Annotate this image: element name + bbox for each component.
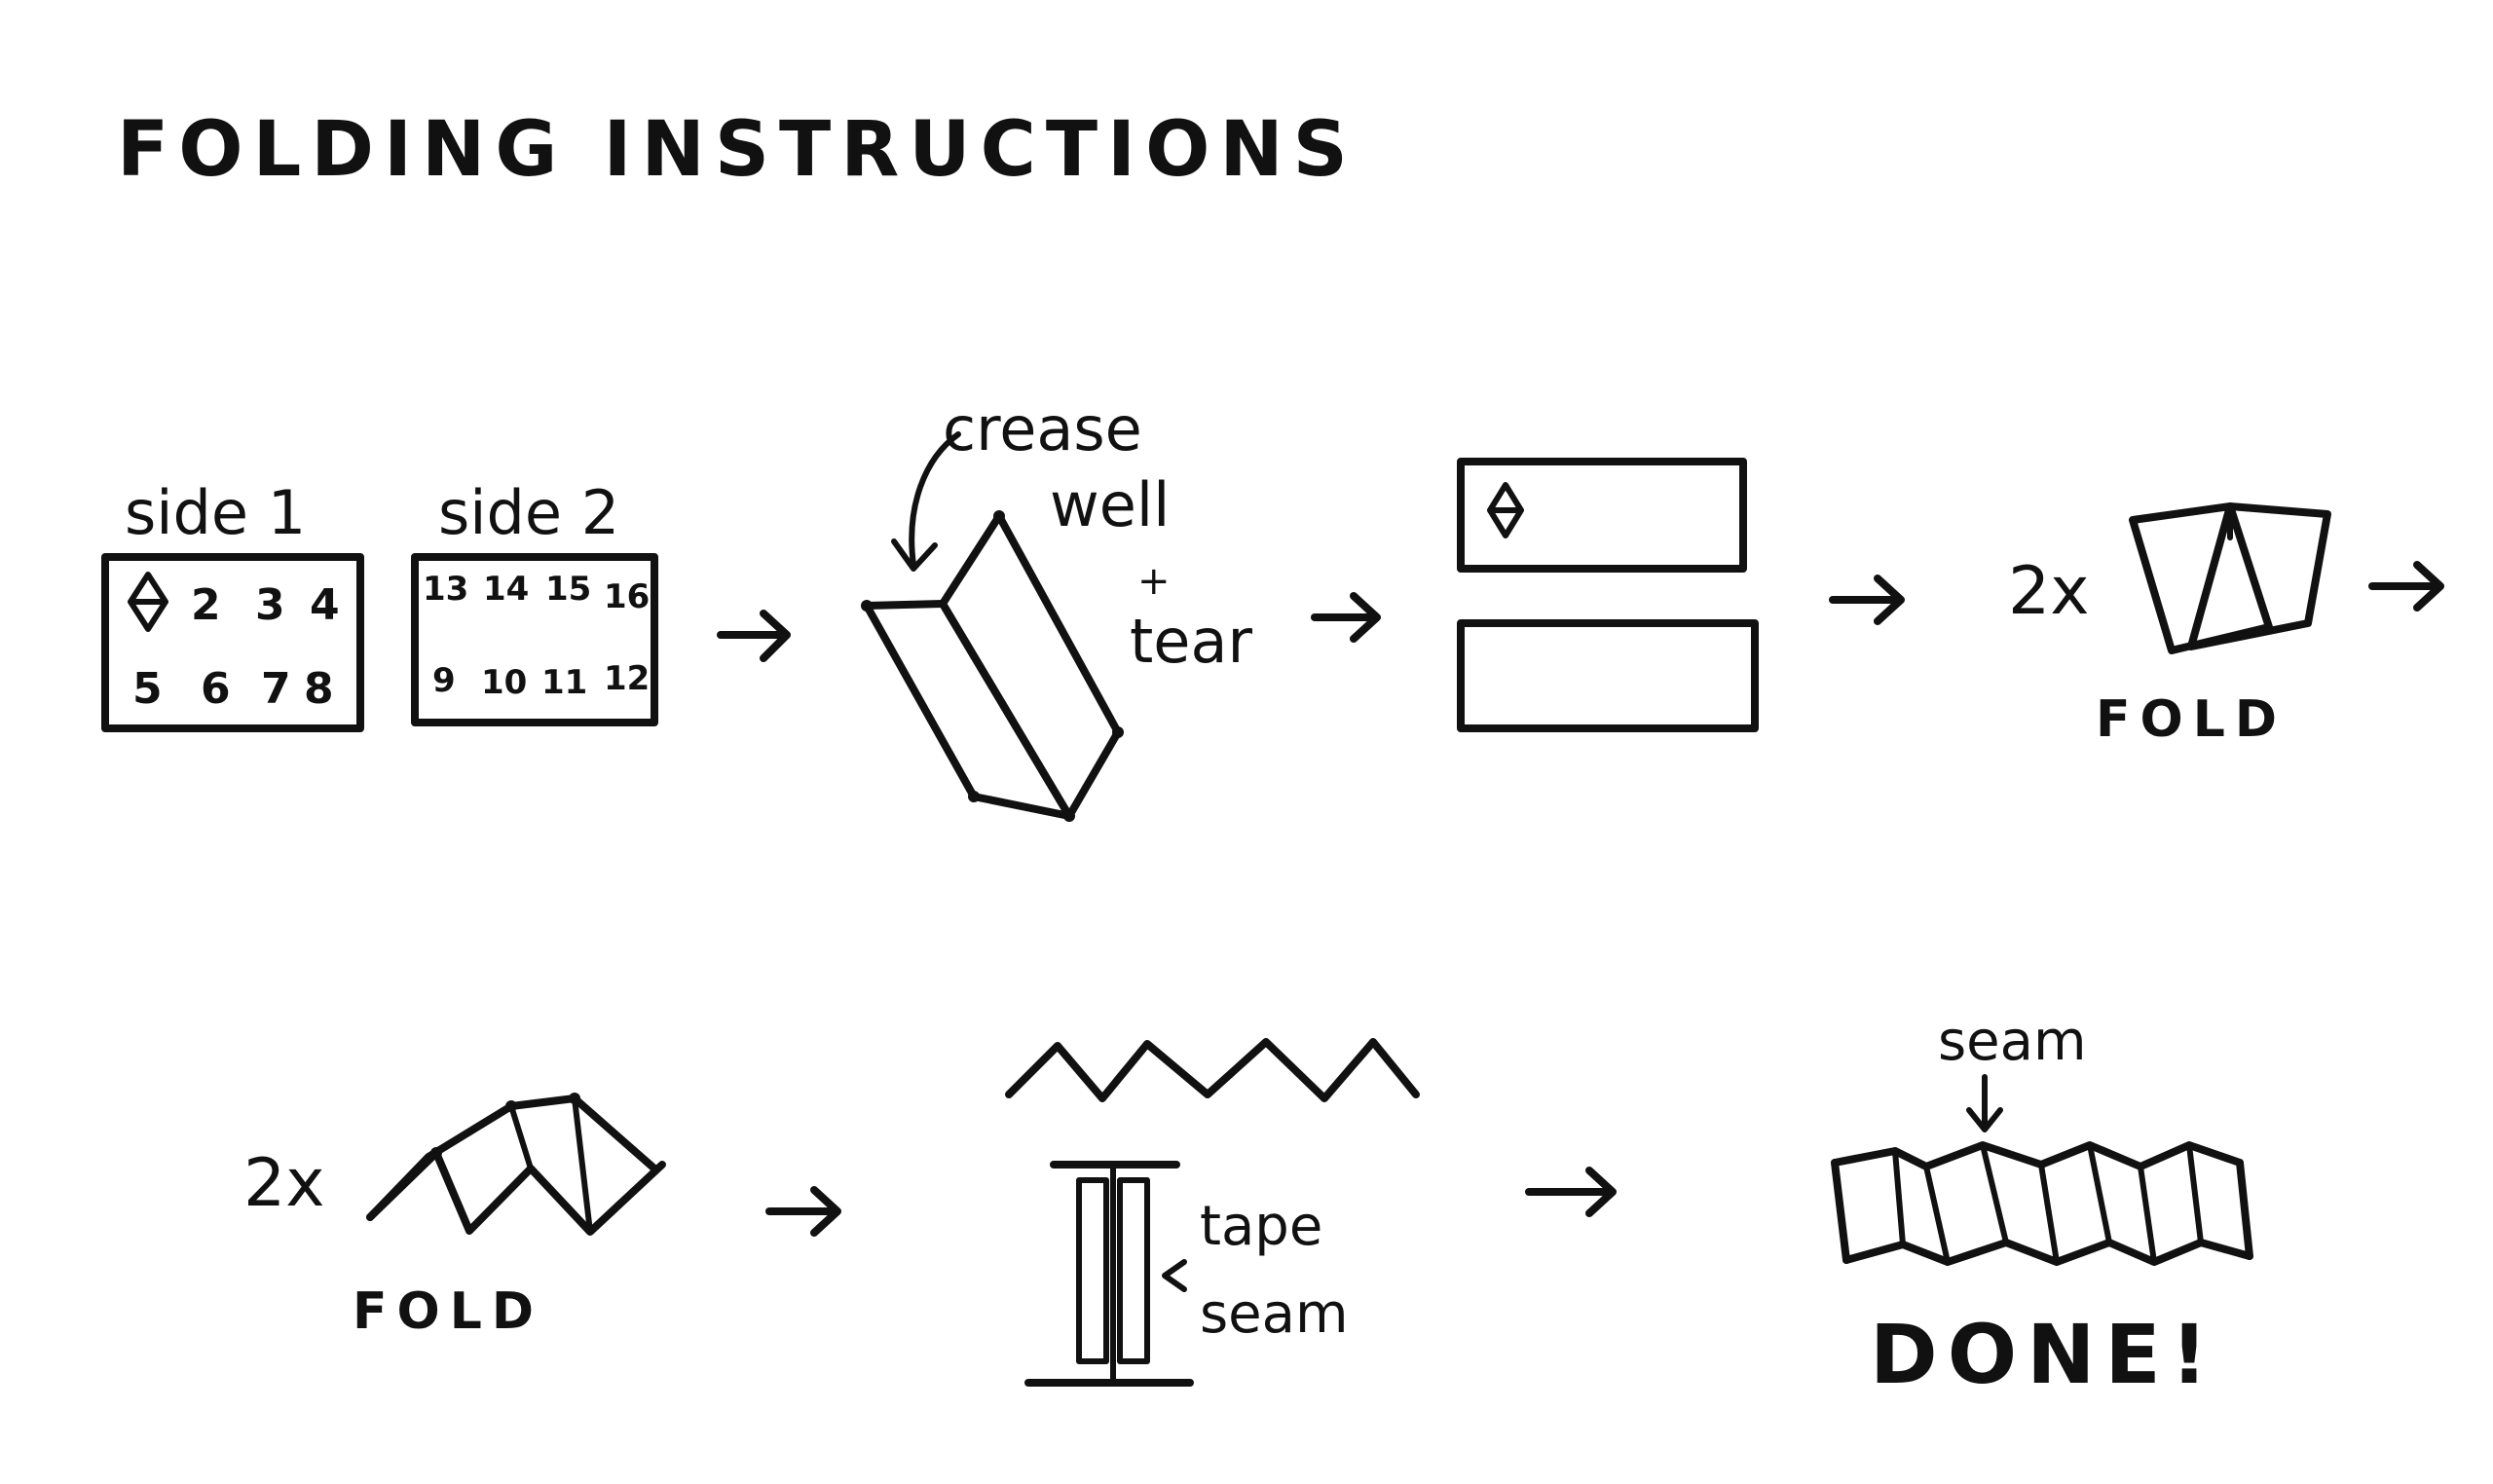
side1-cell: 2 — [191, 580, 221, 630]
step1-sheet-sides: side 1 side 2 2 3 4 5 6 7 8 13 14 15 16 … — [101, 477, 658, 732]
step7-done: seam DONE! — [1831, 1010, 2253, 1402]
side2-cell: 11 — [541, 663, 587, 702]
side2-cell: 12 — [604, 659, 650, 698]
side2-cell: 13 — [423, 570, 468, 609]
top-strip — [1457, 458, 1747, 573]
side1-label: side 1 — [125, 477, 306, 548]
creased-sheet-icon — [861, 510, 1124, 822]
side2-cell: 14 — [483, 570, 529, 609]
step5-fold: 2x FOLD — [243, 1093, 666, 1341]
side1-cell: 6 — [201, 664, 231, 714]
side2-cell: 16 — [604, 577, 650, 616]
folded-pages-icon — [2129, 502, 2331, 654]
fold-multiplier: 2x — [2008, 553, 2090, 630]
crease-arrowhead-icon — [891, 538, 938, 572]
arrow-right-icon — [2368, 561, 2444, 612]
plus-label: + — [1137, 559, 1171, 604]
side2-cell: 9 — [432, 661, 456, 700]
side1-cell: 4 — [310, 580, 340, 630]
zigzag-top-view-icon — [1005, 1038, 1420, 1102]
arrow-right-icon — [765, 1186, 841, 1237]
tape-strip-icon — [1076, 1162, 1150, 1386]
fold-label: FOLD — [2096, 690, 2287, 749]
seam-arrowhead-icon — [1966, 1107, 2003, 1132]
tape-label: tape — [1200, 1195, 1322, 1258]
side2-cell: 10 — [481, 663, 527, 702]
side2-cell: 15 — [545, 570, 591, 609]
seam-label: seam — [1200, 1282, 1349, 1346]
arrow-right-icon — [717, 610, 791, 662]
arrow-right-icon — [1829, 575, 1905, 625]
page-title: FOLDING INSTRUCTIONS — [117, 106, 1358, 194]
step6-tape-seam: tape seam — [1005, 1038, 1420, 1387]
fold-label: FOLD — [353, 1282, 543, 1341]
accordion-booklet-icon — [1831, 1141, 2253, 1266]
seam-label: seam — [1938, 1010, 2087, 1073]
well-label: well — [1050, 469, 1170, 540]
done-label: DONE! — [1870, 1307, 2217, 1402]
step4-fold: 2x FOLD — [2008, 502, 2331, 749]
step3-torn-strips — [1457, 458, 1759, 732]
side1-start-marker-icon — [128, 572, 168, 632]
strip-start-marker-icon — [1487, 482, 1524, 538]
step2-crease: crease well + tear — [861, 393, 1252, 822]
side1-grid — [101, 553, 364, 732]
arrow-right-icon — [1525, 1167, 1617, 1217]
side2-label: side 2 — [438, 477, 619, 548]
side2-grid — [411, 553, 658, 726]
tape-pointer-icon — [1162, 1259, 1187, 1292]
crease-label: crease — [943, 393, 1142, 464]
side1-cell: 8 — [304, 664, 334, 714]
side1-cell: 5 — [132, 664, 163, 714]
side1-cell: 3 — [255, 580, 285, 630]
bottom-strip — [1457, 619, 1759, 732]
arrow-right-icon — [1311, 592, 1381, 643]
side1-cell: 7 — [261, 664, 291, 714]
tear-label: tear — [1130, 606, 1252, 677]
zigzag-sheet-icon — [366, 1093, 666, 1236]
fold-multiplier: 2x — [243, 1145, 325, 1222]
crease-pointer-line — [909, 431, 961, 568]
